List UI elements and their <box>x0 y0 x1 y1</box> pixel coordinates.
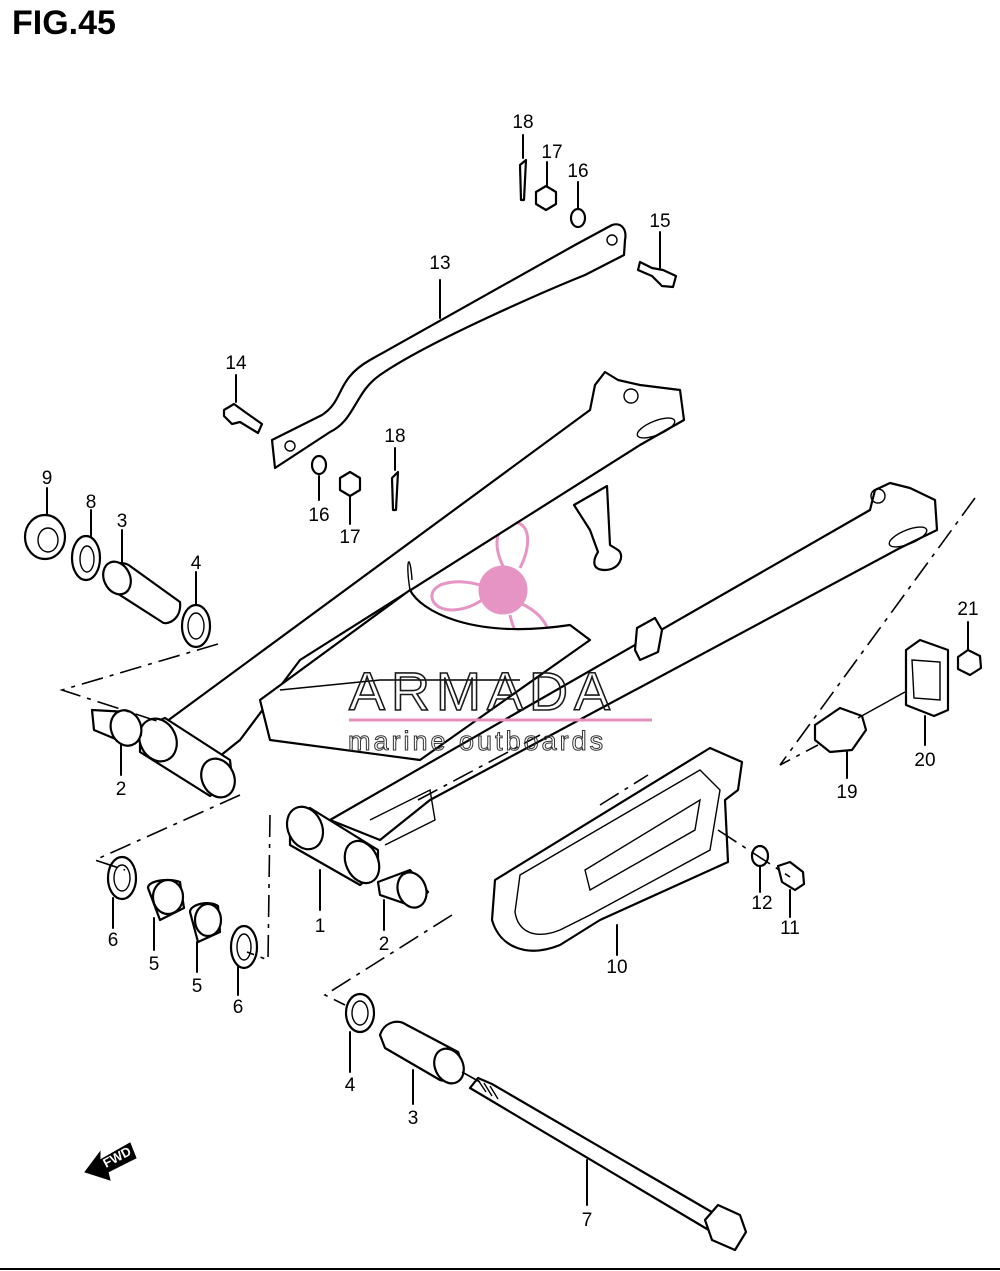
nut-part-9 <box>23 487 67 561</box>
bolt-part-11 <box>776 860 806 918</box>
bolt-part-14 <box>222 374 264 435</box>
callout-3-lower: 3 <box>408 1108 419 1129</box>
stopper-part-20 <box>904 638 950 746</box>
callout-9: 9 <box>42 468 53 489</box>
chain-case-part-10 <box>490 746 744 956</box>
bushing-part-2-right <box>376 868 430 931</box>
callout-17-top: 17 <box>541 142 562 163</box>
nut-part-21 <box>956 621 983 677</box>
figure-title: FIG.45 <box>12 4 116 42</box>
spacer-part-5-left <box>146 878 186 951</box>
callout-5-right: 5 <box>192 976 203 997</box>
callout-16-top: 16 <box>567 161 588 182</box>
collar-part-3-lower <box>378 1020 465 1105</box>
callout-1: 1 <box>315 916 326 937</box>
spacer-part-5-right <box>188 902 223 973</box>
callout-2-left: 2 <box>116 779 127 800</box>
washer-part-4-upper <box>180 571 212 649</box>
callout-18-top: 18 <box>512 112 533 133</box>
callout-15: 15 <box>649 211 670 232</box>
callout-16-lower: 16 <box>308 505 329 526</box>
callout-17-lower: 17 <box>339 527 360 548</box>
washer-part-6-left <box>106 855 138 929</box>
callout-2-right: 2 <box>379 934 390 955</box>
callout-21: 21 <box>957 599 978 620</box>
callout-6-right: 6 <box>233 997 244 1018</box>
callout-5-left: 5 <box>149 954 160 975</box>
collar-part-12 <box>750 844 770 893</box>
watermark-brand: ARMADA <box>349 662 616 722</box>
callout-3-upper: 3 <box>117 511 128 532</box>
nut-part-17-top <box>534 161 558 212</box>
callout-14: 14 <box>225 353 247 374</box>
washer-part-16-top <box>569 181 587 229</box>
callout-13: 13 <box>429 253 450 274</box>
watermark-tagline: marine outboards <box>348 726 606 756</box>
callout-6-left: 6 <box>108 930 119 951</box>
callout-4-upper: 4 <box>191 553 202 574</box>
armada-watermark: ARMADA marine outboards <box>348 661 652 757</box>
callout-7: 7 <box>582 1210 593 1231</box>
bushing-part-2-left <box>90 708 143 776</box>
callout-11: 11 <box>780 918 800 939</box>
armada-logo <box>430 520 551 650</box>
pivot-shaft-part-7 <box>468 1076 748 1252</box>
callout-19: 19 <box>836 782 857 803</box>
collar-part-3-upper <box>102 529 182 625</box>
torque-link-part-13 <box>270 223 627 470</box>
washer-part-16-lower <box>310 454 328 501</box>
callout-20: 20 <box>914 750 935 771</box>
callout-4-lower: 4 <box>345 1075 356 1096</box>
callout-8: 8 <box>86 492 97 513</box>
cotter-pin-part-18-top <box>518 134 528 202</box>
callout-labels: 1 2 2 3 3 4 4 5 5 6 6 7 8 9 10 11 12 13 … <box>42 112 979 1231</box>
callout-12: 12 <box>751 893 772 914</box>
washer-part-4-lower <box>344 992 376 1073</box>
washer-part-6-right <box>229 924 259 996</box>
callout-10: 10 <box>606 957 627 978</box>
washer-part-8 <box>70 509 102 582</box>
callout-18-lower: 18 <box>384 426 405 447</box>
assembly-center-lines <box>59 497 976 1083</box>
swingarm-part-1 <box>138 370 939 911</box>
bolt-part-15 <box>636 231 678 289</box>
chain-adjuster-part-19 <box>813 691 906 779</box>
cotter-pin-part-18-lower <box>390 447 400 512</box>
forward-direction-arrow: FWD <box>84 1142 137 1181</box>
bottom-border <box>0 1268 1000 1270</box>
nut-part-17-lower <box>338 470 362 525</box>
